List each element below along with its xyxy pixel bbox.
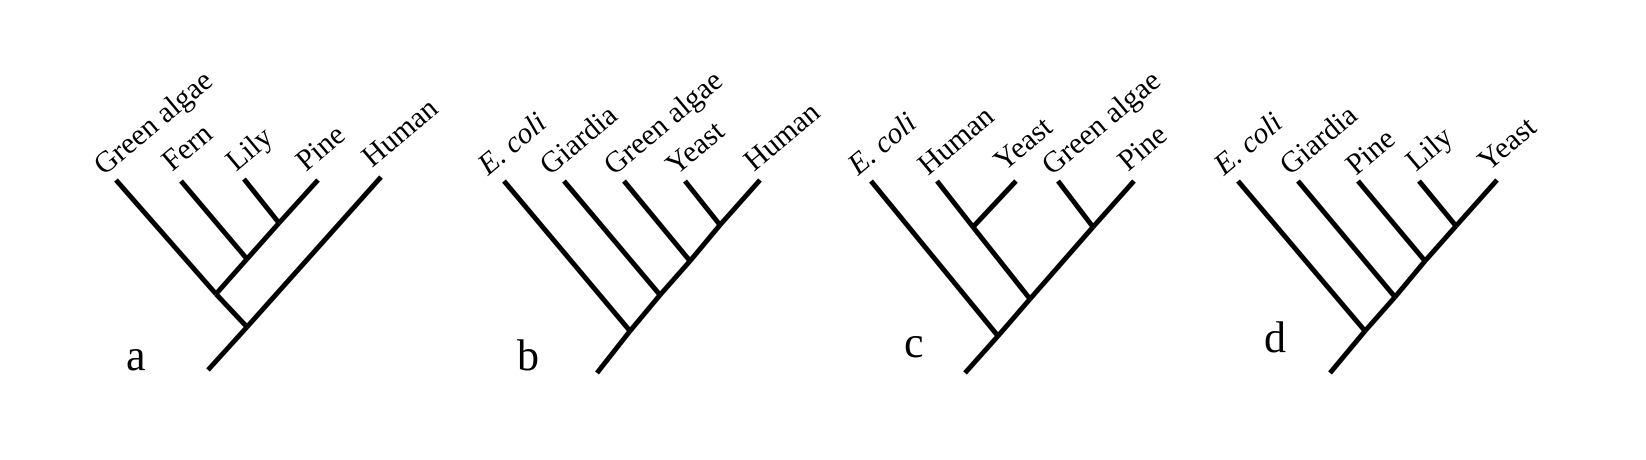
tree-a-branch-plant-clade bbox=[214, 292, 249, 329]
tree-a-taxon-label: Lily bbox=[219, 120, 279, 177]
tree-d-root-branch bbox=[1328, 329, 1367, 375]
tree-d-branch-to-e-coli bbox=[1236, 179, 1367, 333]
tree-d-branch-to-yeast bbox=[1454, 178, 1499, 228]
tree-b-branch-eukaryotes bbox=[628, 293, 662, 333]
tree-d-branch-to-lily bbox=[1417, 179, 1458, 228]
tree-b-labels: E. coli Giardia Green algae Yeast Human bbox=[471, 63, 827, 182]
tree-b-branch-opisthokonts bbox=[688, 223, 722, 263]
tree-a-labels: Green algae Fern Lily Pine Human bbox=[87, 63, 444, 181]
tree-a-branch-land-plants bbox=[214, 257, 249, 296]
tree-b-taxon-label: E. coli bbox=[471, 106, 553, 182]
tree-b-root-branch bbox=[595, 329, 632, 375]
tree-a: Green algae Fern Lily Pine Human a bbox=[87, 63, 444, 380]
tree-c: E. coli Human Yeast Green algae Pine c bbox=[841, 63, 1174, 375]
panel-label-d: d bbox=[1264, 313, 1286, 362]
tree-c-branch-to-human bbox=[935, 179, 975, 229]
tree-a-branch-to-human bbox=[245, 175, 383, 329]
panel-label-c: c bbox=[904, 318, 924, 367]
tree-d-branch-to-pine bbox=[1356, 179, 1427, 263]
tree-c-branch-human-yeast bbox=[971, 225, 1032, 301]
tree-c-branch-to-green-algae bbox=[1056, 179, 1095, 229]
tree-a-branch-to-lily bbox=[242, 177, 281, 225]
panel-label-a: a bbox=[126, 331, 146, 380]
tree-b-branch-to-giardia bbox=[562, 179, 662, 297]
tree-d-taxon-label: Lily bbox=[1399, 120, 1459, 177]
tree-c-taxon-label: E. coli bbox=[841, 106, 923, 182]
tree-a-root-branch bbox=[206, 325, 249, 372]
tree-a-branch-seed-plants bbox=[245, 221, 281, 261]
tree-d-labels: E. coli Giardia Pine Lily Yeast bbox=[1207, 98, 1544, 182]
tree-c-labels: E. coli Human Yeast Green algae Pine bbox=[841, 63, 1174, 182]
tree-d-branch-crown bbox=[1393, 259, 1427, 299]
tree-c-branch-to-pine bbox=[1091, 179, 1136, 229]
tree-b-branch-to-e-coli bbox=[502, 179, 632, 333]
tree-b-branches bbox=[502, 178, 762, 375]
tree-d-branch-lily-yeast bbox=[1423, 224, 1458, 263]
tree-a-taxon-label: Pine bbox=[289, 118, 351, 178]
tree-b: E. coli Giardia Green algae Yeast Human … bbox=[471, 63, 827, 380]
tree-a-taxon-label: Human bbox=[355, 91, 444, 173]
tree-b-branch-crown bbox=[658, 259, 692, 297]
tree-a-branch-to-pine bbox=[277, 178, 320, 225]
tree-d-taxon-label: Yeast bbox=[1471, 110, 1543, 178]
tree-a-branches bbox=[114, 175, 383, 372]
tree-a-branch-to-green-algae bbox=[114, 178, 218, 296]
tree-d-branches bbox=[1236, 178, 1499, 375]
tree-c-taxon-label: Human bbox=[911, 99, 1000, 181]
tree-c-branch-plants bbox=[1028, 225, 1095, 301]
panel-label-b: b bbox=[517, 331, 539, 380]
tree-c-branch-eukaryotes bbox=[996, 297, 1032, 338]
tree-b-taxon-label: Human bbox=[737, 95, 826, 177]
tree-c-branch-to-yeast bbox=[971, 179, 1018, 229]
tree-c-branch-to-e-coli bbox=[869, 179, 1000, 338]
tree-d-branch-to-giardia bbox=[1296, 179, 1397, 299]
tree-d: E. coli Giardia Pine Lily Yeast d bbox=[1207, 98, 1544, 375]
tree-b-branch-to-human bbox=[718, 178, 762, 227]
tree-c-branches bbox=[869, 179, 1136, 375]
tree-d-taxon-label: E. coli bbox=[1207, 106, 1289, 182]
tree-b-branch-to-green-algae bbox=[622, 179, 692, 263]
tree-a-branch-to-fern bbox=[179, 179, 249, 261]
tree-c-root-branch bbox=[963, 334, 1000, 375]
tree-d-branch-eukaryotes bbox=[1363, 295, 1397, 333]
tree-b-branch-to-yeast bbox=[683, 179, 722, 227]
